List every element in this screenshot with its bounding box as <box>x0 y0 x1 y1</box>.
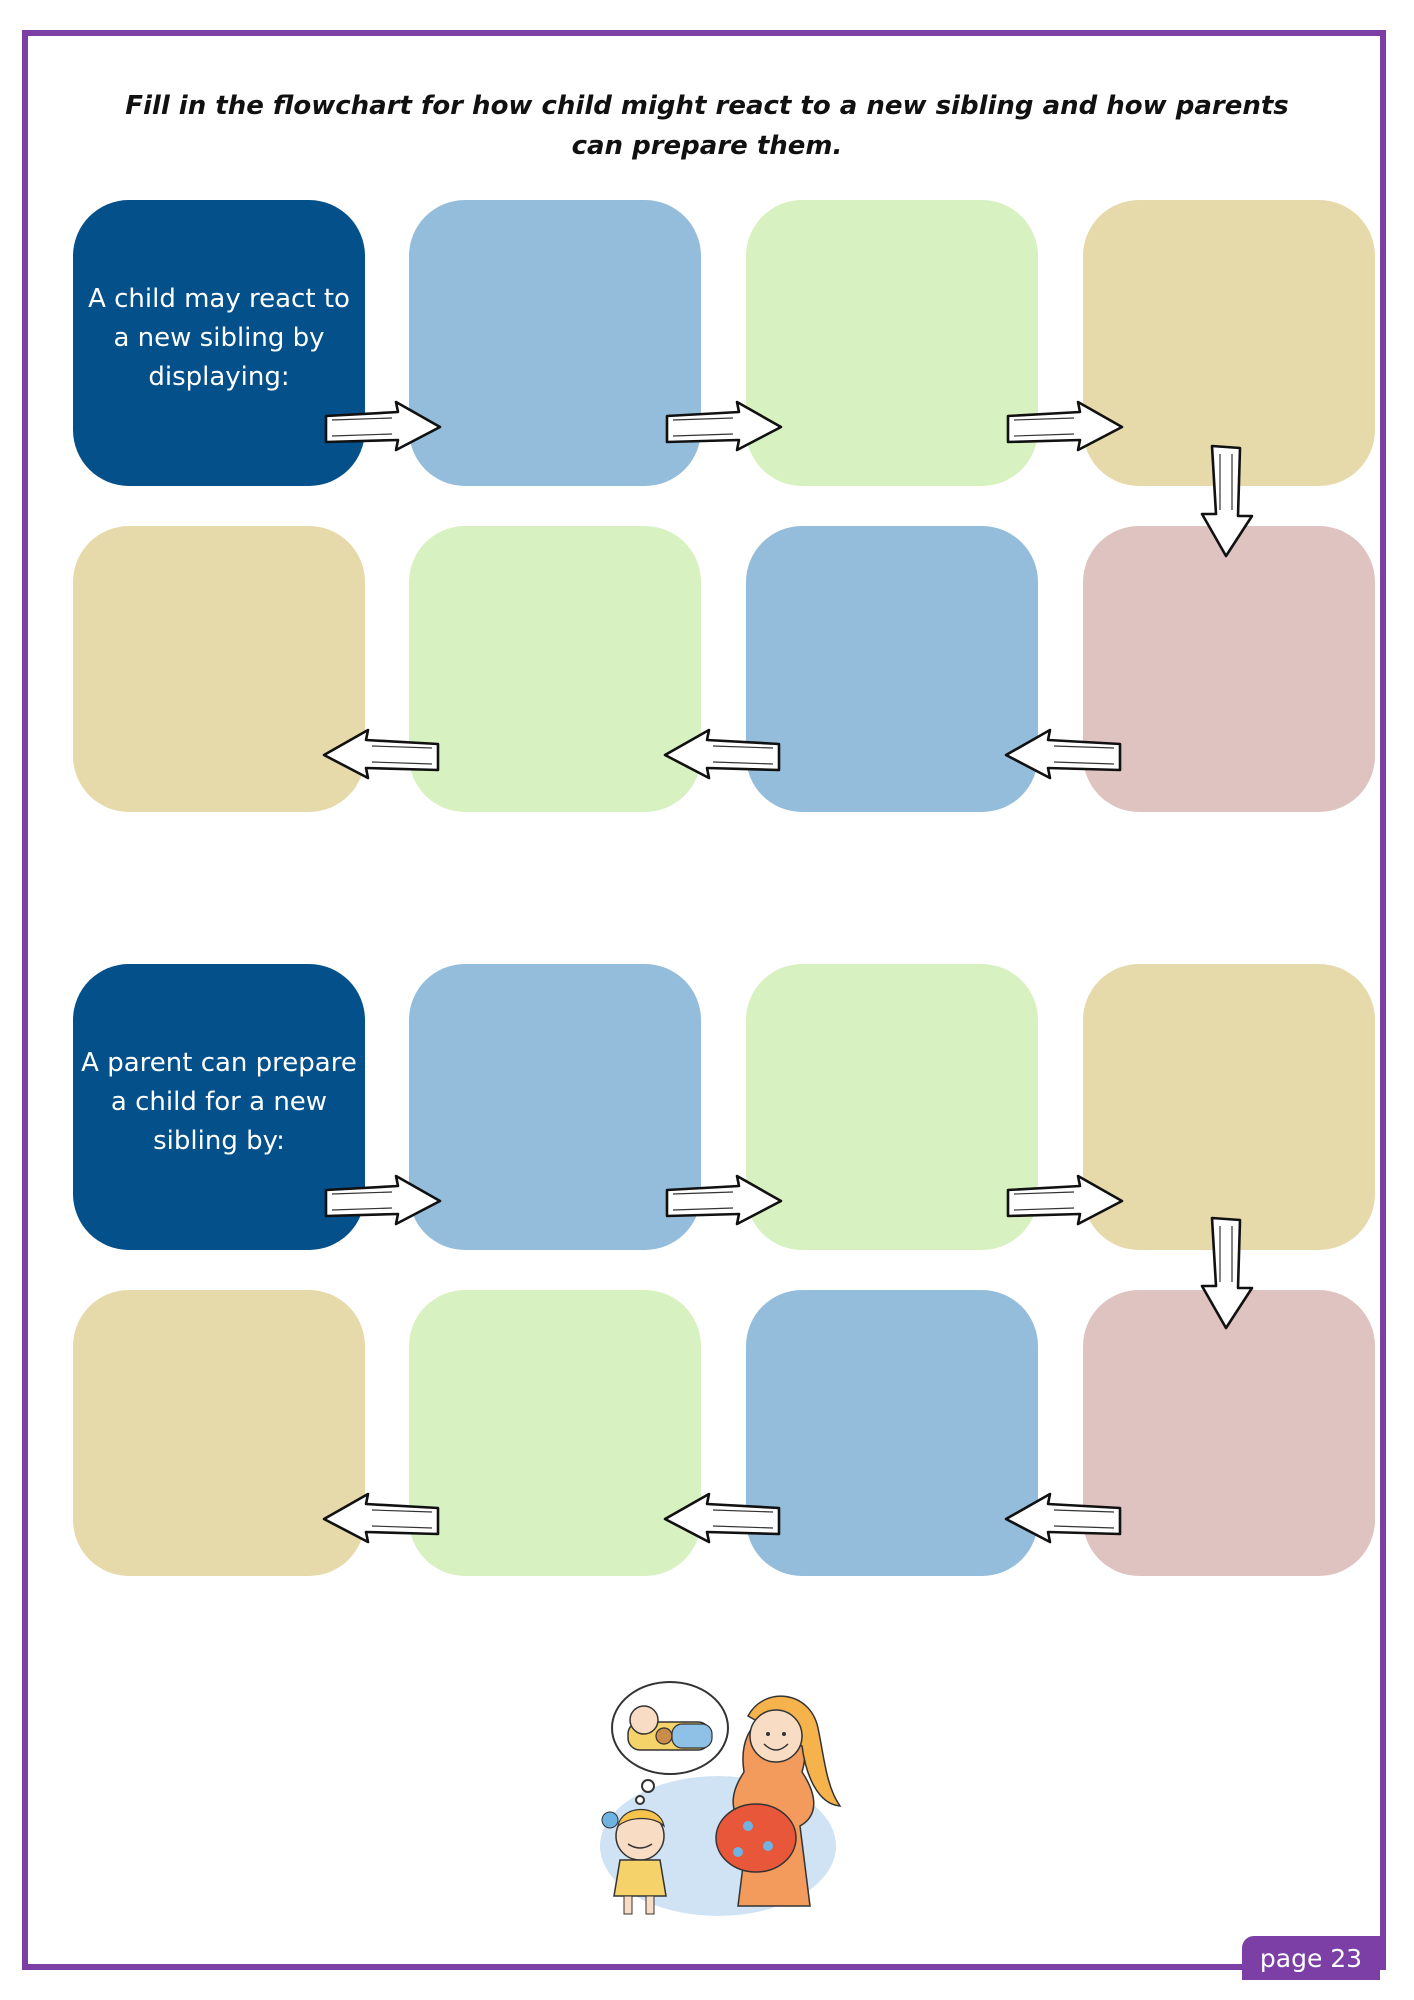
arrow-left-icon <box>1004 1492 1122 1544</box>
flowchart-2-box-6[interactable] <box>746 1290 1038 1576</box>
flowchart-2-box-2[interactable] <box>409 964 701 1250</box>
flowchart-1-box-6[interactable] <box>746 526 1038 812</box>
flowchart-2-start-label: A parent can prepare a child for a new s… <box>81 1047 357 1156</box>
flowchart-2-box-5[interactable] <box>1083 1290 1375 1576</box>
flowchart-2-start-box: A parent can prepare a child for a new s… <box>73 964 365 1250</box>
arrow-left-icon <box>322 1492 440 1544</box>
arrow-right-icon <box>665 1174 783 1226</box>
arrow-right-icon <box>1006 400 1124 452</box>
flowchart-2-box-8[interactable] <box>73 1290 365 1576</box>
arrow-left-icon <box>322 728 440 780</box>
arrow-right-icon <box>324 400 442 452</box>
arrow-down-icon <box>1200 444 1254 558</box>
flowchart-1-box-3[interactable] <box>746 200 1038 486</box>
page-number-label: page 23 <box>1259 1943 1363 1973</box>
arrow-left-icon <box>663 728 781 780</box>
flowchart-1-start-label: A child may react to a new sibling by di… <box>88 283 350 392</box>
arrow-right-icon <box>324 1174 442 1226</box>
flowchart-1-box-2[interactable] <box>409 200 701 486</box>
arrow-right-icon <box>665 400 783 452</box>
flowchart-1-box-8[interactable] <box>73 526 365 812</box>
arrow-left-icon <box>1004 728 1122 780</box>
worksheet-instruction: Fill in the flowchart for how child migh… <box>125 91 1289 161</box>
pregnant-mother-and-child-illustration <box>600 1681 842 1916</box>
arrow-down-icon <box>1200 1216 1254 1330</box>
flowchart-2-box-7[interactable] <box>409 1290 701 1576</box>
flowchart-1-box-7[interactable] <box>409 526 701 812</box>
arrow-left-icon <box>663 1492 781 1544</box>
flowchart-1-box-5[interactable] <box>1083 526 1375 812</box>
page-number-badge: page 23 <box>1242 1936 1380 1980</box>
flowchart-2-box-3[interactable] <box>746 964 1038 1250</box>
arrow-right-icon <box>1006 1174 1124 1226</box>
flowchart-2-box-4[interactable] <box>1083 964 1375 1250</box>
flowchart-1-start-box: A child may react to a new sibling by di… <box>73 200 365 486</box>
flowchart-1-box-4[interactable] <box>1083 200 1375 486</box>
page-border <box>22 30 1386 1970</box>
